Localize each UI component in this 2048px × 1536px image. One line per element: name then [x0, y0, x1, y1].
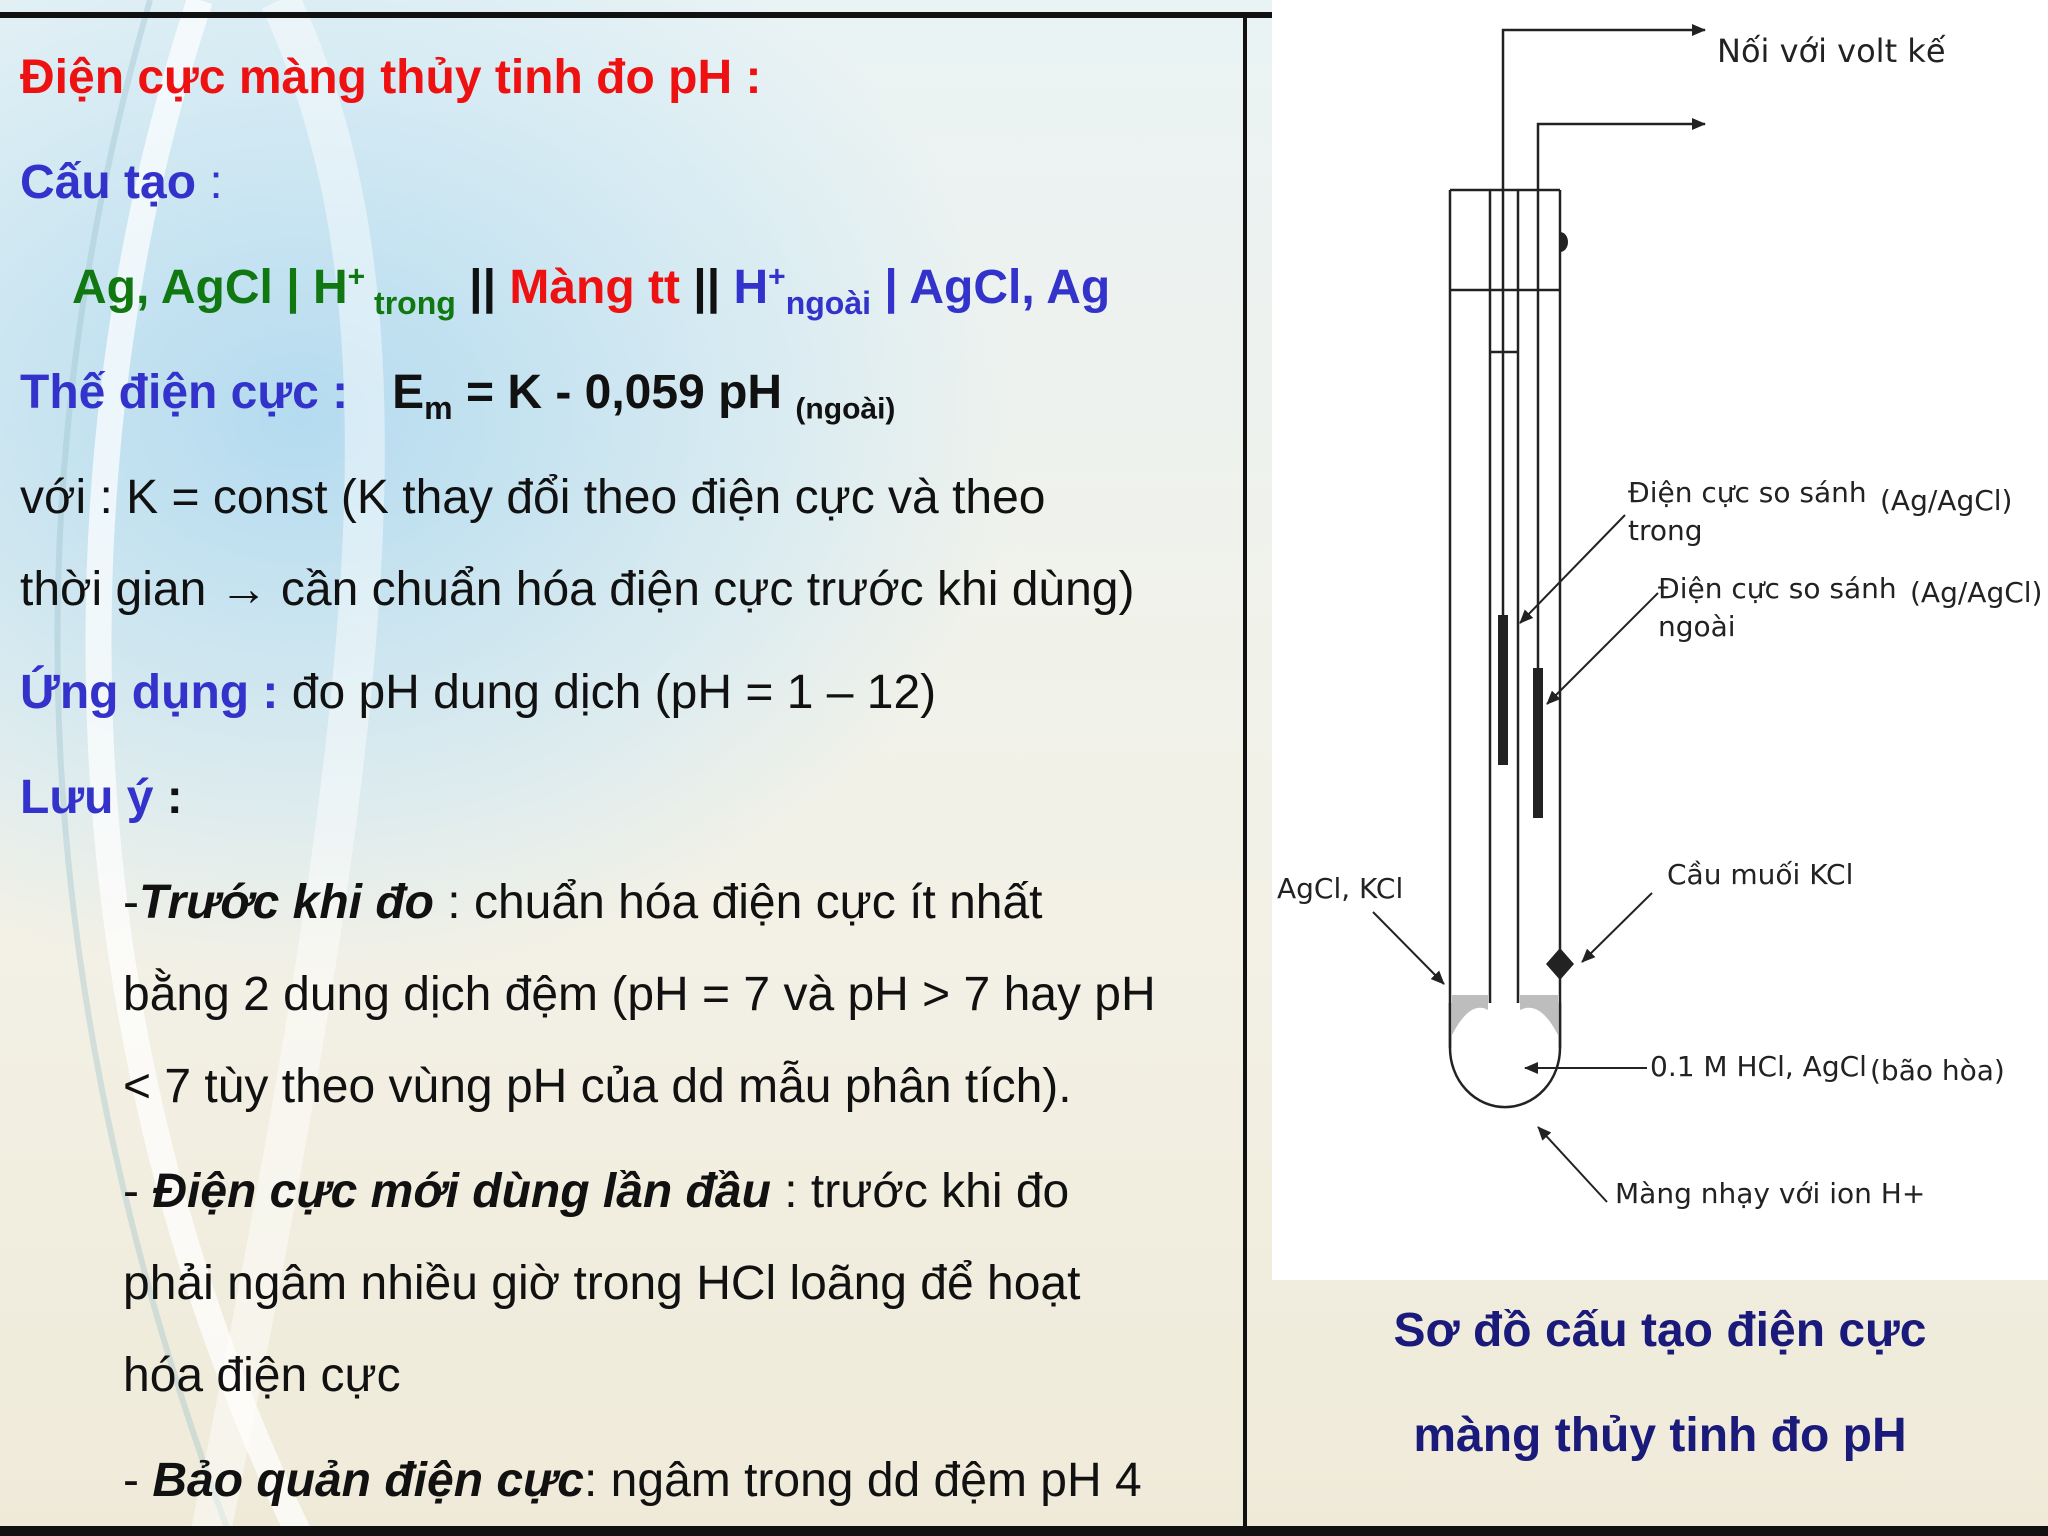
fill-hole	[1560, 232, 1568, 252]
formula-sep-2: ||	[679, 261, 734, 314]
voi-line-2: thời gian → cần chuẩn hóa điện cực trước…	[20, 563, 1135, 616]
decorative-swoosh	[54, 0, 385, 1536]
cau-tao-label: Cấu tạo	[20, 156, 197, 209]
top-border	[0, 12, 1275, 18]
voi-line-1: với : K = const (K thay đổi theo điện cự…	[20, 471, 1046, 524]
arrow-agcl-kcl	[1372, 911, 1445, 985]
the-dien-cuc-label: Thế điện cực :	[20, 366, 349, 419]
cau-tao-heading: Cấu tạo :	[20, 155, 223, 210]
note-2-line-3: hóa điện cực	[123, 1349, 401, 1402]
glass-bulb	[1448, 1047, 1562, 1109]
internal-ref-electrode	[1498, 615, 1508, 765]
label-salt-bridge: Cầu muối KCl	[1667, 858, 1853, 891]
luu-y-heading: Lưu ý :	[20, 770, 183, 825]
luu-y-label: Lưu ý	[20, 771, 154, 824]
potential-line: Thế điện cực : Em = K - 0,059 pH (ngoài)	[20, 365, 895, 427]
eq-e: E	[392, 366, 425, 419]
label-membrane: Màng nhạy với ion H+	[1615, 1177, 1925, 1210]
note-1-line-3: < 7 tùy theo vùng pH của dd mẫu phân tíc…	[123, 1060, 1072, 1113]
arrow-membrane	[1537, 1126, 1608, 1203]
note-1-line-2: bằng 2 dung dịch đệm (pH = 7 và pH > 7 h…	[123, 968, 1156, 1021]
panel-divider	[1243, 12, 1247, 1532]
label-internal-ref-paren: (Ag/AgCl)	[1880, 484, 2012, 517]
ung-dung-label: Ứng dụng :	[20, 666, 279, 719]
wire-outer	[1501, 24, 1706, 190]
formula-h: H	[733, 261, 769, 314]
formula-ngoai: ngoài	[785, 285, 872, 322]
label-internal-ref-2: trong	[1628, 514, 1703, 547]
arrow-external-ref	[1546, 592, 1659, 705]
agcl-fill-left	[1452, 995, 1488, 1035]
label-external-ref-paren: (Ag/AgCl)	[1910, 576, 2042, 609]
note-1-rest: : chuẩn hóa điện cực ít nhất	[433, 876, 1043, 929]
cell-formula: Ag, AgCl | H+ trong || Màng tt || H+ngoà…	[72, 260, 1110, 322]
formula-sep-1: ||	[455, 261, 510, 314]
luu-y-colon: :	[153, 771, 183, 824]
slide-title: Điện cực màng thủy tinh đo pH :	[20, 51, 762, 104]
label-voltmeter: Nối với volt kế	[1717, 32, 1946, 70]
formula-plus-1: +	[347, 260, 366, 294]
note-1-dash: -	[123, 876, 139, 929]
external-ref-electrode	[1533, 668, 1543, 818]
note-2-dash: -	[123, 1165, 153, 1218]
formula-membrane: Màng tt	[509, 261, 680, 314]
ung-dung-text: đo pH dung dịch (pH = 1 – 12)	[278, 666, 937, 719]
electrode-diagram: Nối với volt kế Điện cực so sánh trong (…	[1277, 24, 2042, 1210]
wire-inner	[1536, 118, 1706, 190]
label-external-ref-1: Điện cực so sánh	[1658, 572, 1897, 605]
note-2-rest: : trước khi đo	[770, 1165, 1070, 1218]
label-external-ref-2: ngoài	[1658, 610, 1736, 643]
note-3-bold: Bảo quản điện cực	[152, 1454, 584, 1507]
label-hcl: 0.1 M HCl, AgCl	[1650, 1050, 1867, 1083]
ung-dung-line: Ứng dụng : đo pH dung dịch (pH = 1 – 12)	[20, 665, 936, 720]
eq-ngoai: (ngoài)	[795, 392, 896, 426]
salt-bridge-diamond	[1546, 948, 1574, 980]
label-internal-ref-1: Điện cực so sánh	[1628, 476, 1867, 509]
label-agcl-kcl: AgCl, KCl	[1277, 872, 1403, 905]
note-3-rest: : ngâm trong dd đệm pH 4	[584, 1454, 1142, 1507]
cau-tao-colon: :	[196, 156, 223, 209]
eq-m: m	[424, 390, 453, 427]
caption-line-1: Sơ đồ cấu tạo điện cực	[1393, 1304, 1927, 1357]
note-3-line-1: - Bảo quản điện cực: ngâm trong dd đệm p…	[123, 1453, 1142, 1508]
eq-rhs: = K - 0,059 pH	[452, 366, 796, 419]
note-2-bold: Điện cực mới dùng lần đầu	[152, 1165, 771, 1218]
arrow-salt-bridge	[1581, 892, 1653, 963]
formula-trong: trong	[365, 285, 456, 322]
agcl-fill-right	[1520, 995, 1558, 1035]
formula-plus-2: +	[768, 260, 786, 294]
formula-left: Ag, AgCl | H	[72, 261, 348, 314]
arrow-internal-ref	[1519, 514, 1626, 624]
note-2-line-2: phải ngâm nhiều giờ trong HCl loãng để h…	[123, 1257, 1081, 1310]
note-1-line-1: -Trước khi đo : chuẩn hóa điện cực ít nh…	[123, 875, 1043, 930]
note-3-dash: -	[123, 1454, 153, 1507]
note-2-line-1: - Điện cực mới dùng lần đầu : trước khi …	[123, 1164, 1069, 1219]
note-1-bold: Trước khi đo	[138, 876, 434, 929]
caption-line-2: màng thủy tinh đo pH	[1413, 1409, 1907, 1462]
diagram-panel	[1272, 0, 2048, 1280]
bottom-border	[0, 1526, 2048, 1536]
formula-right: | AgCl, Ag	[871, 261, 1111, 314]
label-hcl-paren: (bão hòa)	[1870, 1054, 2005, 1087]
